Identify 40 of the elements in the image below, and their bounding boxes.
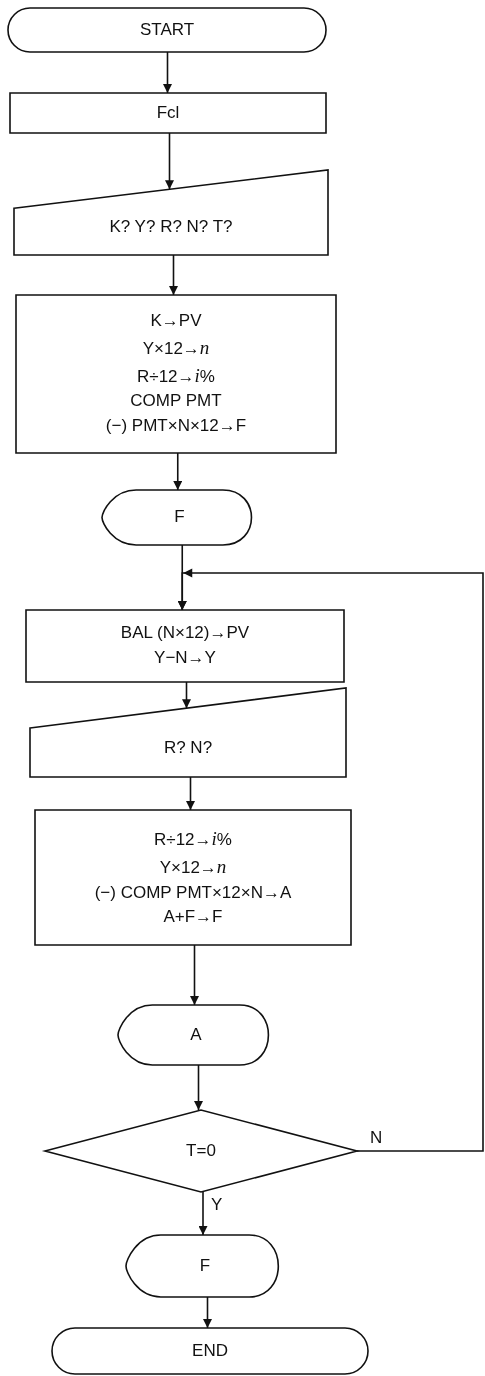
step-text: R? N?: [163, 737, 213, 760]
step-text: A: [190, 1023, 202, 1046]
step-text: K→PV: [150, 310, 202, 333]
step-text: (−) PMT×N×12→F: [105, 414, 247, 437]
step-text: T=0: [186, 1139, 216, 1162]
step-text: BAL (N×12)→PV: [120, 622, 250, 645]
step-text: Y×12→n: [159, 854, 227, 879]
step-text: END: [192, 1339, 228, 1362]
step-text: F: [199, 1254, 211, 1277]
step-text: F: [174, 506, 185, 529]
arrow: [165, 132, 174, 191]
step-text: R÷12→i%: [137, 363, 215, 388]
arrow: [169, 254, 178, 296]
manual-input-shape: [14, 170, 328, 255]
arrow: [173, 452, 183, 491]
step-text: K? Y? R? N? T?: [109, 216, 233, 239]
step-text: R÷12→i%: [154, 827, 232, 852]
arrow: [190, 944, 199, 1006]
process-box: [35, 810, 351, 945]
step-text: (−) COMP PMT×12×N→A: [94, 881, 292, 904]
arrow: [186, 776, 195, 811]
step-text: COMP PMT: [130, 390, 222, 413]
arrow: [182, 681, 191, 709]
arrow: [194, 1064, 203, 1111]
step-text: Fcl: [156, 101, 180, 124]
step-text: A+F→F: [163, 906, 223, 929]
terminal-shape: [52, 1328, 368, 1374]
process-box: [26, 610, 344, 682]
arrow: [198, 1191, 208, 1236]
step-text: Y−N→Y: [154, 647, 216, 669]
manual-input-shape: [30, 688, 346, 777]
decision-diamond: [45, 1110, 357, 1192]
step-text: Y×12→n: [142, 336, 210, 361]
process-box: [16, 295, 336, 453]
arrow: [177, 568, 484, 1152]
arrow: [203, 1296, 212, 1329]
process-box: [10, 93, 326, 133]
terminal-shape: [8, 8, 326, 52]
arrow: [163, 51, 172, 94]
step-text: START: [139, 18, 195, 41]
